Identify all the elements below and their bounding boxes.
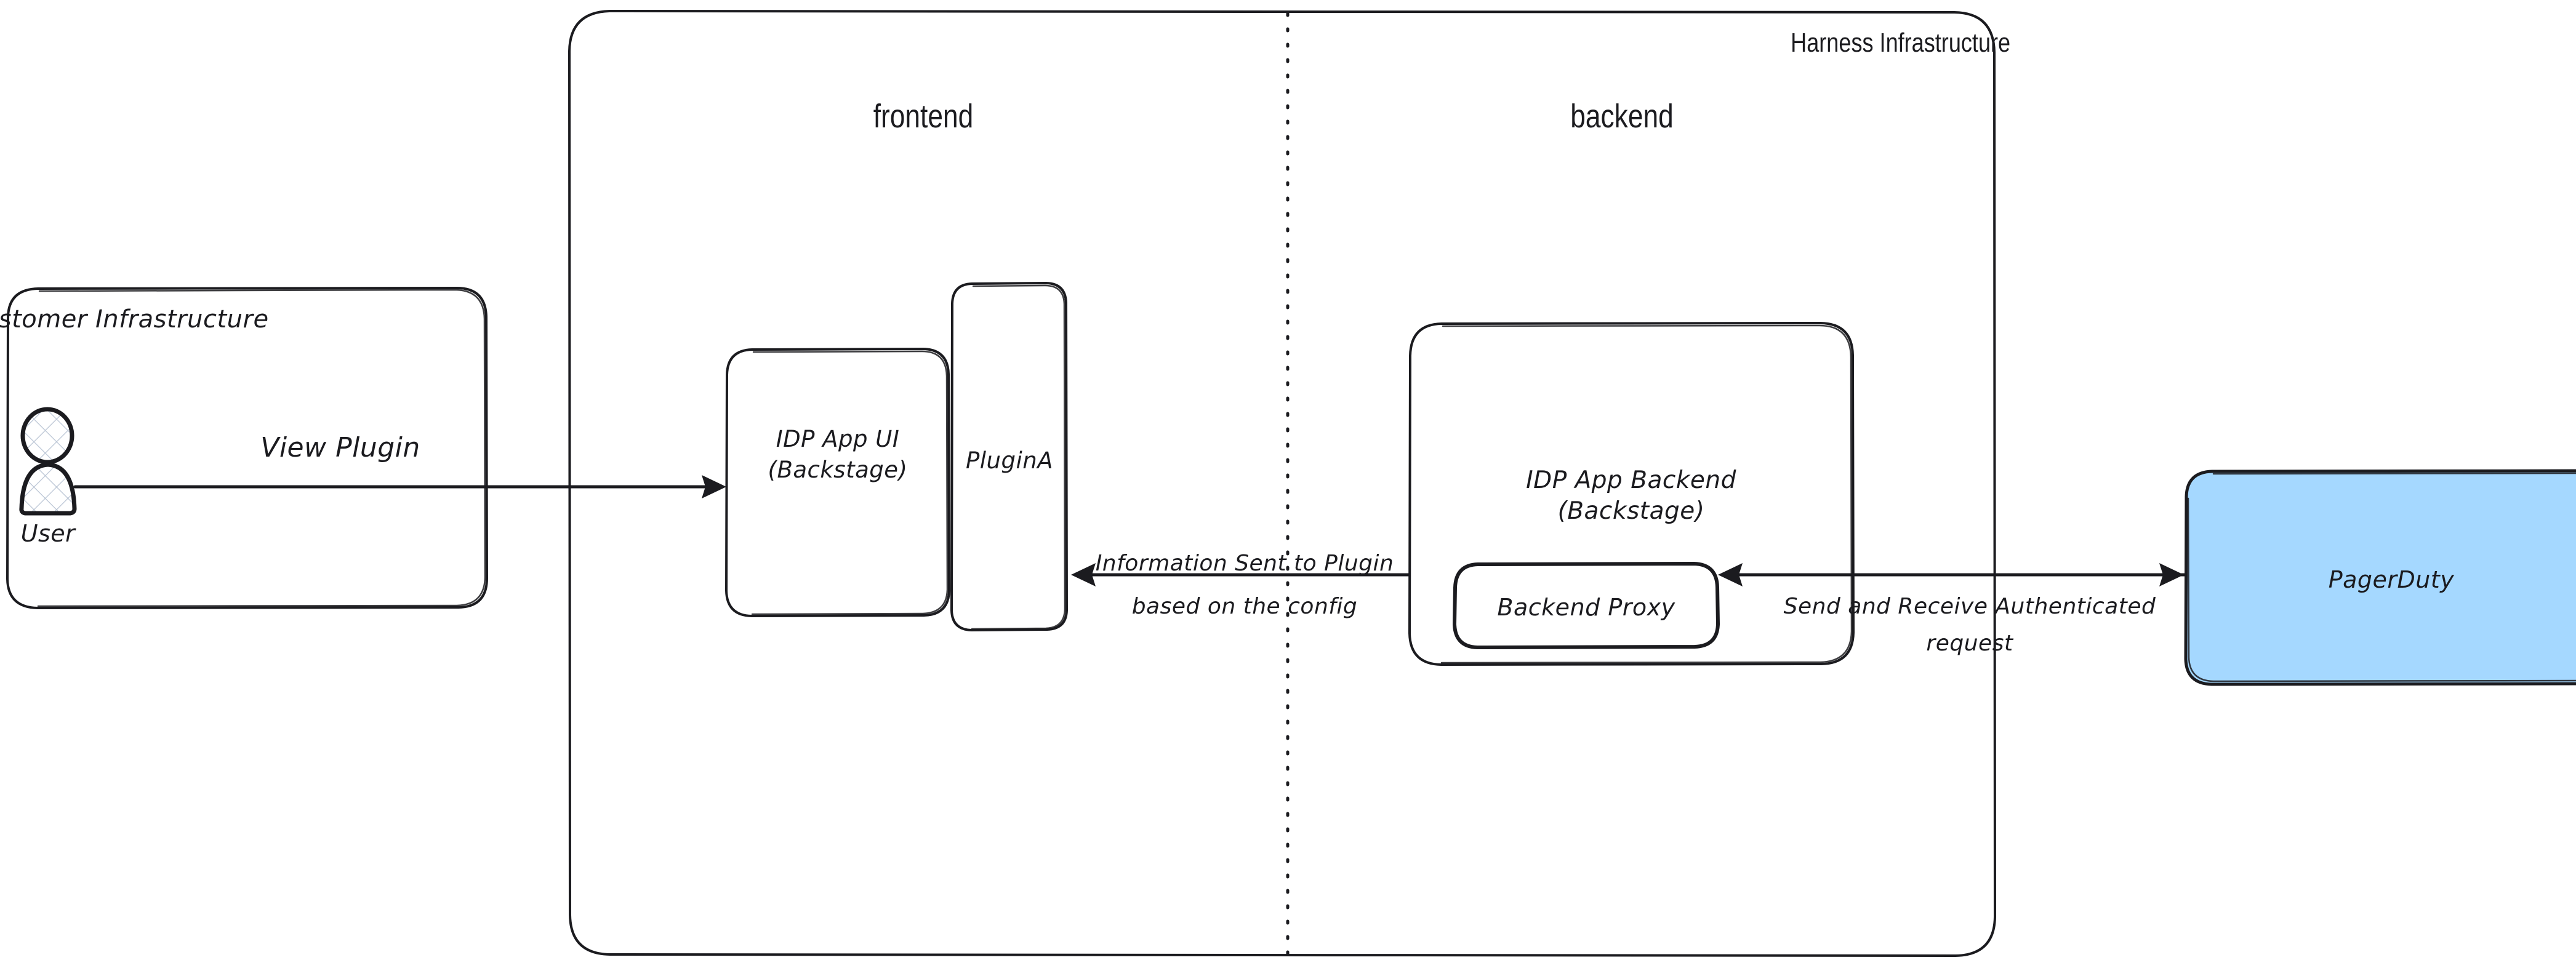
- zone-label-frontend: frontend: [873, 98, 974, 135]
- zone-label-backend: backend: [1570, 98, 1674, 135]
- backend-proxy-label: Backend Proxy: [1497, 594, 1675, 621]
- harness-infrastructure-label: Harness Infrastructure: [1791, 28, 2011, 58]
- idp-app-backend-label-line2: (Backstage): [1557, 497, 1705, 525]
- backend-proxy-box: [1453, 562, 1720, 649]
- edge-label-authenticated-request-line1: Send and Receive Authenticated: [1783, 594, 2156, 619]
- idp-app-ui-label-line1: IDP App UI: [776, 426, 900, 452]
- edge-label-authenticated-request-line2: request: [1926, 631, 2013, 656]
- edge-label-information-sent-line2: based on the config: [1131, 594, 1358, 619]
- idp-app-ui-label-line2: (Backstage): [768, 457, 908, 483]
- customer-infrastructure-container: [6, 287, 488, 609]
- plugin-a-box: [950, 282, 1068, 631]
- edge-label-view-plugin: View Plugin: [260, 432, 420, 463]
- user-label: User: [20, 520, 76, 547]
- pagerduty-label: PagerDuty: [2328, 566, 2455, 593]
- idp-app-backend-label-line1: IDP App Backend: [1526, 466, 1736, 494]
- edge-information-sent-to-plugin: [1071, 563, 1411, 586]
- pagerduty-box: [2184, 469, 2576, 686]
- user-person-icon: [19, 407, 77, 516]
- customer-infrastructure-label: Customer Infrastructure: [0, 305, 269, 334]
- edge-authenticated-request-outbound: [1993, 563, 2184, 586]
- edge-view-plugin: [73, 475, 726, 498]
- harness-infrastructure-container: [568, 10, 1996, 957]
- edge-label-information-sent-line1: Information Sent to Plugin: [1095, 551, 1394, 576]
- idp-app-ui-box: [725, 348, 950, 617]
- plugin-a-label: PluginA: [965, 447, 1054, 474]
